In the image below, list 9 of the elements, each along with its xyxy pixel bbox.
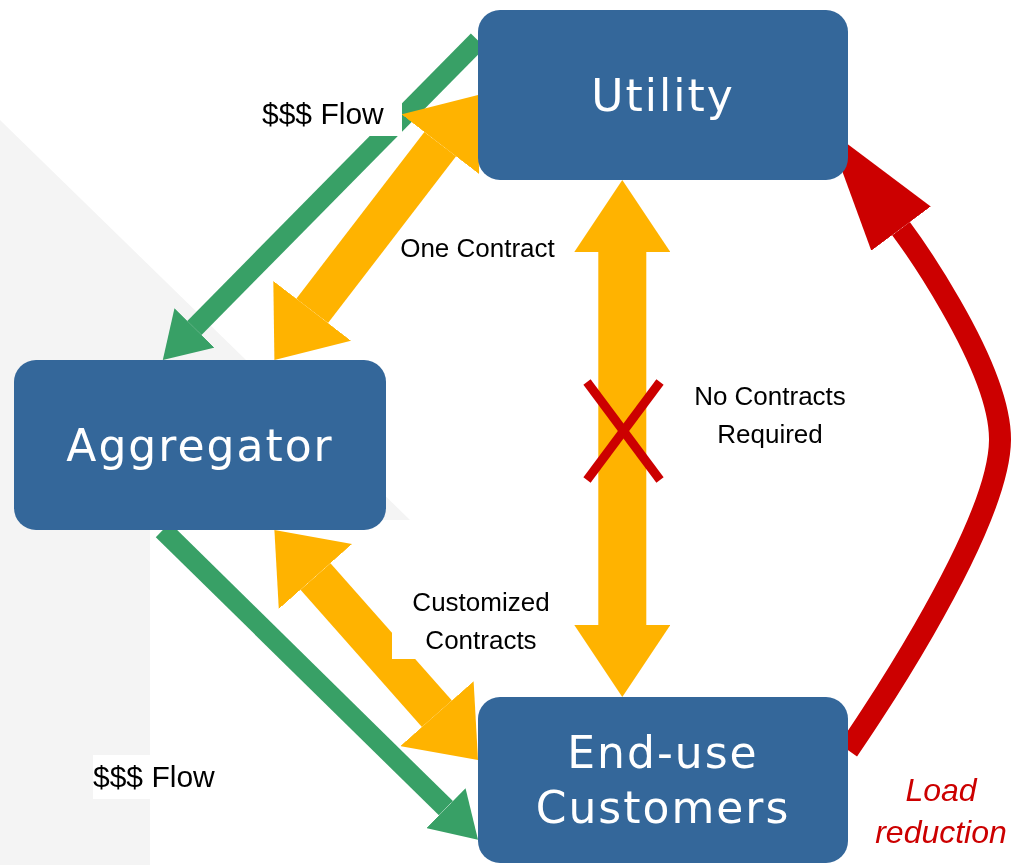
arrow <box>273 95 480 360</box>
process-box <box>478 10 848 180</box>
arrow <box>574 180 671 697</box>
arrow <box>274 530 478 761</box>
process-box <box>14 360 386 530</box>
box-label: Utility <box>591 68 735 123</box>
process-box <box>478 697 848 863</box>
box-label: Aggregator <box>66 418 334 473</box>
box-label: End-use Customers <box>534 726 792 835</box>
